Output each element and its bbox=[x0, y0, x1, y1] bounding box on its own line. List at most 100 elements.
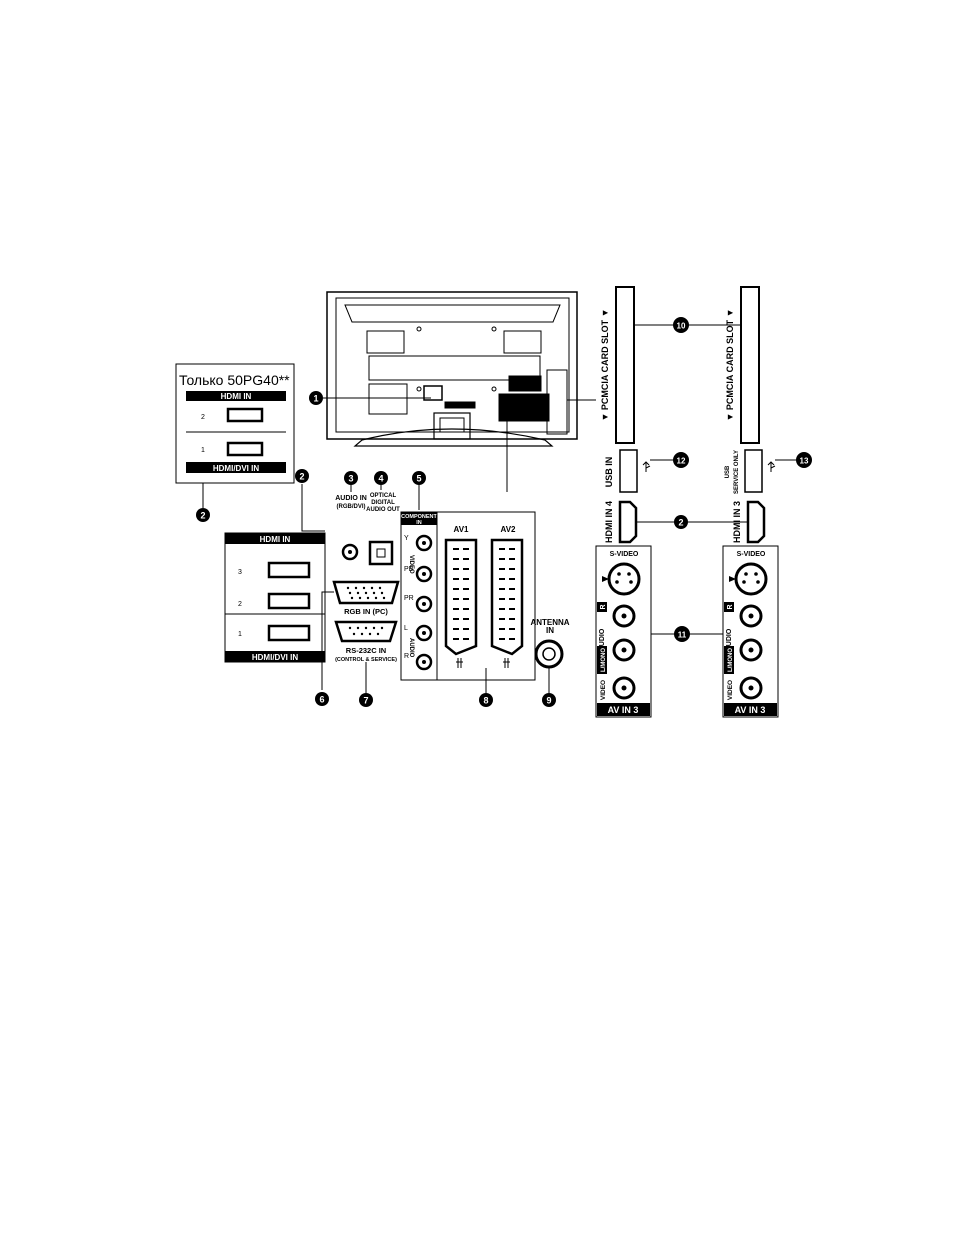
side-lmono-label-a: L/MONO bbox=[601, 648, 607, 672]
rgb-rs232-group: RGB IN (PC) RS-232C IN (CONTROL & SERVIC… bbox=[332, 580, 400, 663]
hdmi-port-3-side bbox=[746, 500, 766, 544]
comp-r: R bbox=[404, 653, 409, 660]
av-in-3-label-a: AV IN 3 bbox=[608, 705, 639, 715]
svideo-port-b bbox=[734, 562, 768, 596]
side-video-jack-a bbox=[612, 676, 636, 700]
optical-label-3: AUDIO OUT bbox=[366, 507, 400, 513]
usb-icon-a bbox=[642, 461, 651, 472]
rs232-port bbox=[334, 620, 398, 643]
callout-markers: 1 2 2 3 4 5 6 7 8 9 10 12 13 2 11 bbox=[196, 317, 812, 707]
component-label-1: COMPONENT bbox=[401, 514, 437, 520]
audio-in-label: AUDIO IN bbox=[335, 495, 367, 502]
side-column-b: ▼ PCMCIA CARD SLOT ▼ USB SERVICE ONLY HD… bbox=[722, 286, 779, 718]
callout-1-text: 1 bbox=[313, 394, 318, 404]
comp-pb: PB bbox=[404, 566, 414, 573]
usb-slot-b bbox=[744, 449, 763, 493]
comp-jack-pr bbox=[415, 595, 433, 613]
inset-50pg40: Только 50PG40** HDMI IN 2 1 HDMI/DVI IN bbox=[175, 363, 295, 484]
usb-service-label-1: USB bbox=[725, 465, 731, 478]
side-audio-l-jack-a bbox=[612, 638, 636, 662]
audio-optical-group: AUDIO IN (RGB/DVI) OPTICAL DIGITAL AUDIO… bbox=[335, 493, 400, 566]
av2-label: AV2 bbox=[501, 525, 517, 534]
callout-11-text: 11 bbox=[678, 631, 687, 640]
rs232-label: RS-232C IN bbox=[346, 646, 386, 655]
scart-group: AV1 AV2 bbox=[436, 511, 536, 681]
callout-2-side bbox=[674, 515, 688, 529]
antenna-port bbox=[534, 639, 564, 669]
inset-port-2: 2 bbox=[201, 414, 205, 421]
comp-jack-y bbox=[415, 534, 433, 552]
callout-2-inset-text: 2 bbox=[200, 511, 205, 521]
av1-label: AV1 bbox=[454, 525, 470, 534]
component-label-2: IN bbox=[416, 520, 422, 526]
comp-l: L bbox=[404, 625, 408, 632]
component-in-group: COMPONENT IN Y PB PR L R VIDEO AUDIO bbox=[400, 511, 438, 681]
comp-y: Y bbox=[404, 535, 409, 542]
inset-hdmi-port-2 bbox=[226, 407, 264, 423]
side-video-label-b: VIDEO bbox=[727, 680, 734, 700]
callout-8 bbox=[479, 693, 493, 707]
callout-3-text: 3 bbox=[348, 474, 353, 484]
comp-jack-r bbox=[415, 653, 433, 671]
hdmi-port-3 bbox=[267, 561, 311, 579]
inset-hdmi-dvi-label: HDMI/DVI IN bbox=[213, 464, 259, 473]
rgb-label: RGB IN (PC) bbox=[344, 607, 388, 616]
side-audio-r-jack-b bbox=[739, 604, 763, 628]
callout-10-text: 10 bbox=[677, 322, 686, 331]
side-audio-l-jack-b bbox=[739, 638, 763, 662]
comp-jack-l bbox=[415, 624, 433, 642]
callout-10 bbox=[673, 317, 689, 333]
component-video-label: VIDEO bbox=[408, 555, 414, 574]
callout-9-text: 9 bbox=[546, 696, 551, 706]
hdmi-port-4 bbox=[618, 500, 638, 544]
hdmi-panel-dvi-label: HDMI/DVI IN bbox=[252, 653, 298, 662]
side-audio-label-a: AUDIO bbox=[599, 628, 606, 651]
callout-13 bbox=[796, 452, 812, 468]
usb-service-label-2: SERVICE ONLY bbox=[734, 450, 740, 494]
component-audio-label: AUDIO bbox=[408, 638, 414, 658]
callout-1 bbox=[309, 391, 323, 405]
side-r-label-a: R bbox=[600, 604, 607, 609]
optical-label-1: OPTICAL bbox=[370, 493, 397, 499]
antenna-label-2: IN bbox=[546, 626, 554, 635]
svideo-label-a: S-VIDEO bbox=[610, 551, 639, 558]
callout-11 bbox=[674, 626, 690, 642]
callout-12 bbox=[673, 452, 689, 468]
scart-av2 bbox=[490, 538, 524, 656]
pcmcia-label-a: ▼ PCMCIA CARD SLOT ▼ bbox=[600, 309, 610, 422]
svideo-label-b: S-VIDEO bbox=[737, 551, 766, 558]
callout-2-side-text: 2 bbox=[678, 518, 683, 528]
inset-hdmi-in-label: HDMI IN bbox=[221, 392, 252, 401]
side-column-a: ▼ PCMCIA CARD SLOT ▼ USB IN HDMI IN 4 S-… bbox=[595, 286, 652, 718]
usb-slot-a bbox=[619, 449, 638, 493]
callout-2-inset bbox=[196, 508, 210, 522]
optical-label-2: DIGITAL bbox=[371, 500, 395, 506]
callout-4-text: 4 bbox=[378, 474, 383, 484]
hdmi-panel-label: HDMI IN bbox=[260, 535, 291, 544]
hdmi-port-2-label: 2 bbox=[238, 601, 242, 608]
side-video-label-a: VIDEO bbox=[600, 680, 607, 700]
side-audio-label-b: AUDIO bbox=[726, 628, 733, 651]
callout-6-text: 6 bbox=[319, 695, 324, 705]
pcmcia-label-b: ▼ PCMCIA CARD SLOT ▼ bbox=[725, 309, 735, 422]
hdmi-panel: HDMI IN 3 2 1 HDMI/DVI IN bbox=[224, 532, 326, 663]
inset-hdmi-port-1 bbox=[226, 441, 264, 457]
callout-3 bbox=[344, 471, 358, 485]
callout-5-text: 5 bbox=[416, 474, 421, 484]
tv-back-view bbox=[326, 291, 596, 492]
hdmi-port-1 bbox=[267, 624, 311, 642]
pcmcia-slot-b bbox=[740, 286, 760, 444]
pcmcia-slot-a bbox=[615, 286, 635, 444]
side-audio-r-jack-a bbox=[612, 604, 636, 628]
usb-in-label: USB IN bbox=[604, 457, 614, 488]
inset-port-1: 1 bbox=[201, 447, 205, 454]
antenna-label-1: ANTENNA bbox=[530, 618, 569, 627]
callout-9 bbox=[542, 693, 556, 707]
audio-in-jack bbox=[341, 543, 359, 561]
callout-13-text: 13 bbox=[800, 457, 809, 466]
audio-in-sub: (RGB/DVI) bbox=[337, 504, 366, 510]
rs232-sub: (CONTROL & SERVICE) bbox=[335, 657, 397, 663]
callout-6 bbox=[315, 692, 329, 706]
antenna-group: ANTENNA IN bbox=[530, 618, 570, 669]
